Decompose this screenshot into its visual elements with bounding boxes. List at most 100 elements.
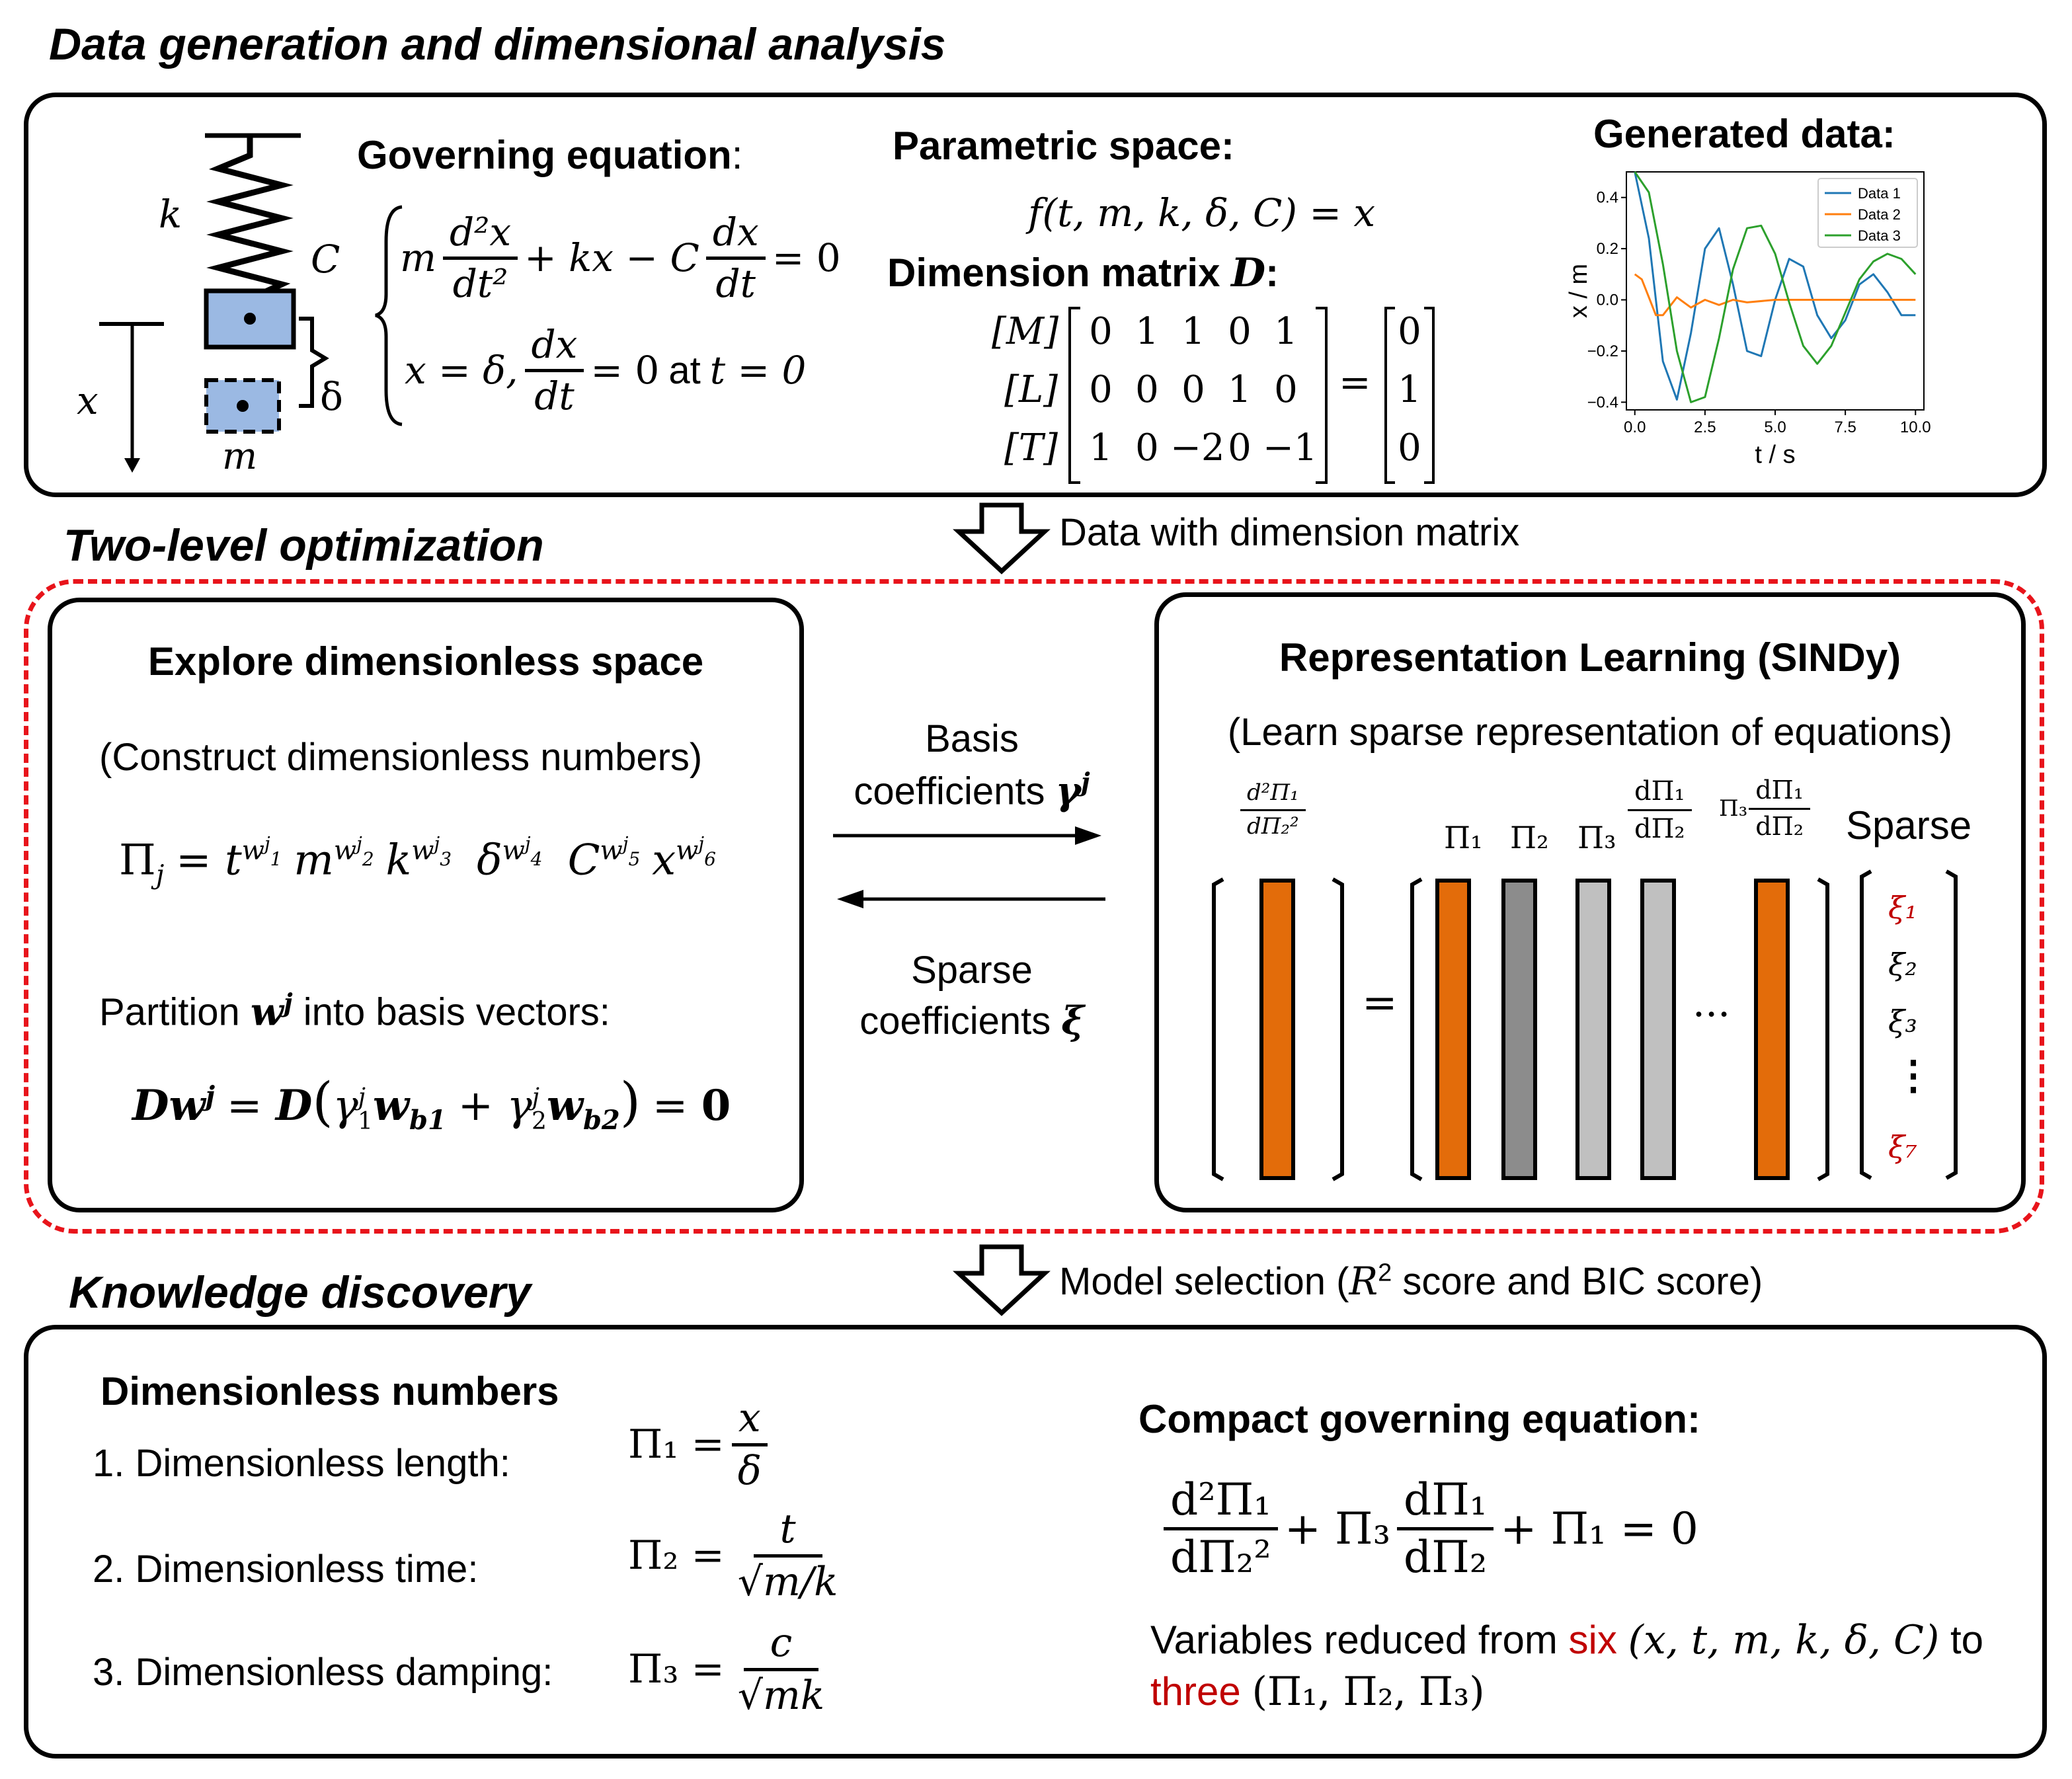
section-title-knowledge: Knowledge discovery bbox=[69, 1267, 532, 1318]
dimension-matrix-title: Dimension matrix D: bbox=[887, 250, 1279, 296]
x-tick-label: 5.0 bbox=[1764, 418, 1786, 436]
library-right-bracket bbox=[1817, 877, 1829, 1181]
mass-center-dot bbox=[244, 313, 256, 325]
sindy-dots: ··· bbox=[1693, 992, 1731, 1038]
y-tick-label: −0.4 bbox=[1587, 393, 1618, 411]
y-axis-label: x / m bbox=[1565, 264, 1593, 318]
pi2-definition: Π₂ = t√m/k bbox=[628, 1505, 838, 1605]
arrow-left-head bbox=[837, 890, 863, 908]
pi-definition-equation: Πj = twj1 mwj2 kwj3 δwj4 Cwj5 xwj6 bbox=[119, 833, 716, 890]
spring-coil bbox=[206, 136, 294, 319]
xi-vdots: ⋮ bbox=[1893, 1052, 1933, 1099]
legend-box bbox=[1817, 178, 1918, 248]
representation-learning-subtitle: (Learn sparse representation of equation… bbox=[1227, 711, 1953, 754]
y-tick-label: 0.0 bbox=[1597, 292, 1618, 309]
dimensionless-time-label: 2. Dimensionless time: bbox=[93, 1548, 479, 1591]
col-label-pi3: Π₃ bbox=[1577, 820, 1616, 855]
y-tick-label: −0.2 bbox=[1587, 342, 1618, 360]
library-left-bracket bbox=[1410, 877, 1423, 1181]
knowledge-discovery-panel bbox=[24, 1325, 2047, 1759]
library-column-pi1 bbox=[1435, 879, 1471, 1180]
xi-7: ξ₇ bbox=[1888, 1129, 1917, 1165]
variables-reduced-line1: Variables reduced from six (x, t, m, k, … bbox=[1150, 1617, 1984, 1663]
variables-reduced-line2: three (Π₁, Π₂, Π₃) bbox=[1150, 1669, 1485, 1715]
six-highlight: six bbox=[1568, 1618, 1617, 1662]
x-tick-label: 0.0 bbox=[1624, 418, 1646, 436]
x-tick-label: 7.5 bbox=[1834, 418, 1856, 436]
eq1-mid: + kx − C bbox=[524, 235, 699, 280]
governing-equation-title: Governing equation: bbox=[357, 133, 743, 177]
legend-label: Data 2 bbox=[1858, 206, 1901, 223]
sparse-vector-label: Sparse bbox=[1846, 803, 1972, 848]
sindy-matrix-diagram bbox=[1212, 869, 1958, 1181]
basis-coefficients-line1: Basis bbox=[925, 717, 1019, 760]
system-brace bbox=[375, 205, 403, 426]
compact-equation-title: Compact governing equation: bbox=[1138, 1397, 1701, 1441]
sparse-coefficients-line2: coefficients ξ bbox=[859, 998, 1084, 1043]
damper-label-c: C bbox=[311, 237, 340, 282]
lhs-left-bracket bbox=[1212, 877, 1224, 1181]
eq1-end: = 0 bbox=[772, 235, 841, 280]
col-label-pi2: Π₂ bbox=[1510, 820, 1549, 855]
lhs-right-bracket bbox=[1332, 877, 1344, 1181]
library-column-pi3-dpi1 bbox=[1754, 879, 1790, 1180]
spring-label-k: k bbox=[159, 192, 182, 237]
dimension-row-labels: [M] [L] [T] bbox=[992, 303, 1058, 477]
arrow2-label: Model selection (R2 score and BIC score) bbox=[1059, 1259, 1763, 1304]
basis-coefficients-line2: coefficients γj bbox=[854, 767, 1090, 814]
dimensionless-numbers-title: Dimensionless numbers bbox=[100, 1369, 559, 1413]
explore-subtitle: (Construct dimensionless numbers) bbox=[99, 736, 703, 779]
x-tick-label: 10.0 bbox=[1900, 418, 1931, 436]
data-generation-panel bbox=[24, 93, 2047, 497]
col-label-pi1: Π₁ bbox=[1444, 820, 1483, 855]
row-label-time: [T] bbox=[1004, 426, 1058, 469]
row-label-mass: [M] bbox=[992, 310, 1059, 353]
arrow1-label: Data with dimension matrix bbox=[1059, 511, 1520, 554]
legend-label: Data 3 bbox=[1858, 227, 1901, 244]
spring-mass-diagram bbox=[99, 133, 329, 473]
x-tick-label: 2.5 bbox=[1694, 418, 1716, 436]
row-label-length: [L] bbox=[1004, 368, 1058, 411]
flow-arrow-2 bbox=[953, 1244, 1051, 1316]
y-tick-label: 0.2 bbox=[1597, 240, 1618, 258]
legend-label: Data 1 bbox=[1858, 185, 1901, 202]
xi-left-bracket bbox=[1860, 869, 1872, 1180]
explore-title: Explore dimensionless space bbox=[147, 639, 704, 684]
section-title-data-generation: Data generation and dimensional analysis bbox=[49, 19, 946, 69]
section-title-two-level: Two-level optimization bbox=[63, 520, 544, 571]
library-column-pi3 bbox=[1575, 879, 1611, 1180]
series-line-data-3 bbox=[1634, 171, 1917, 403]
x-axis-label: t / s bbox=[1755, 441, 1795, 469]
x-axis-arrowhead bbox=[124, 458, 140, 473]
xi-2: ξ₂ bbox=[1888, 947, 1917, 982]
explore-panel bbox=[48, 598, 804, 1212]
exchange-arrows bbox=[833, 826, 1105, 908]
series-line-data-2 bbox=[1634, 273, 1916, 317]
generated-data-title: Generated data: bbox=[1593, 112, 1895, 156]
arrow-right-head bbox=[1075, 826, 1101, 845]
delta-brace bbox=[299, 317, 329, 408]
sindy-equals: = bbox=[1362, 978, 1398, 1027]
parametric-function: f(t, m, k, δ, C) = x bbox=[1028, 190, 1376, 235]
two-level-optimization-frame bbox=[24, 579, 2044, 1234]
delta-label: δ bbox=[320, 374, 343, 419]
pi3-definition: Π₃ = c√mk bbox=[628, 1619, 825, 1719]
mass-label-m: m bbox=[222, 435, 258, 478]
partition-text: Partition wj into basis vectors: bbox=[99, 988, 610, 1035]
library-column-pi2 bbox=[1501, 879, 1537, 1180]
eq1-m: m bbox=[400, 235, 436, 280]
parametric-space-title: Parametric space: bbox=[893, 124, 1234, 168]
displaced-mass-center-dot bbox=[237, 400, 249, 412]
xi-right-bracket bbox=[1945, 869, 1958, 1180]
representation-learning-title: Representation Learning (SINDy) bbox=[1279, 635, 1901, 680]
dimension-matrix-brackets bbox=[1068, 307, 1328, 484]
displacement-label-x: x bbox=[77, 378, 99, 423]
dimensionless-length-label: 1. Dimensionless length: bbox=[93, 1442, 510, 1485]
